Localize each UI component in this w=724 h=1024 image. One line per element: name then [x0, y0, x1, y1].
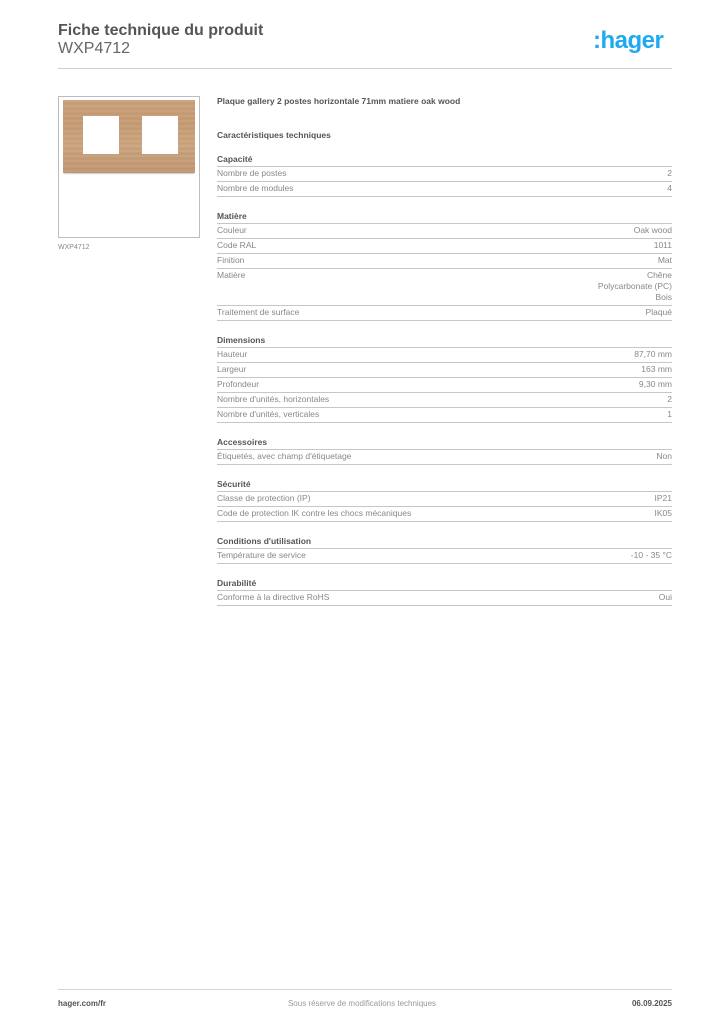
spec-value: Non [656, 451, 672, 461]
spec-row: Hauteur 87,70 mm [217, 348, 672, 363]
footer-disclaimer: Sous réserve de modifications techniques [287, 999, 437, 1008]
plate-opening-right [142, 116, 178, 154]
spec-row: Température de service -10 - 35 °C [217, 549, 672, 564]
spec-row: Traitement de surface Plaqué [217, 306, 672, 321]
spec-value: 163 mm [641, 364, 672, 374]
spec-row: Classe de protection (IP) IP21 [217, 492, 672, 507]
spec-label: Largeur [217, 364, 247, 374]
spec-row: Profondeur 9,30 mm [217, 378, 672, 393]
spec-value: -10 - 35 °C [630, 550, 672, 560]
product-details: Plaque gallery 2 postes horizontale 71mm… [217, 96, 672, 606]
plate-opening-left [83, 116, 119, 154]
spec-label: Couleur [217, 225, 247, 235]
page-title: Fiche technique du produit [58, 22, 264, 39]
spec-value: 2 [667, 168, 672, 178]
section-title: Capacité [217, 154, 672, 167]
spec-row: Couleur Oak wood [217, 224, 672, 239]
spec-label: Code de protection IK contre les chocs m… [217, 508, 412, 518]
spec-label: Nombre d'unités, verticales [217, 409, 320, 419]
wood-plate-image [63, 100, 195, 173]
spec-value: 87,70 mm [634, 349, 672, 359]
spec-value: IK05 [654, 508, 673, 518]
spec-label: Nombre d'unités, horizontales [217, 394, 330, 404]
spec-label: Classe de protection (IP) [217, 493, 311, 503]
spec-row: Nombre d'unités, horizontales 2 [217, 393, 672, 408]
product-name: Plaque gallery 2 postes horizontale 71mm… [217, 96, 461, 106]
section-title: Accessoires [217, 437, 672, 450]
spec-value: Chêne Polycarbonate (PC) Bois [597, 270, 672, 302]
spec-row: Nombre de modules 4 [217, 182, 672, 197]
footer-divider [58, 989, 672, 990]
spec-label: Hauteur [217, 349, 248, 359]
spec-row: Nombre de postes 2 [217, 167, 672, 182]
spec-row: Largeur 163 mm [217, 363, 672, 378]
spec-value: IP21 [654, 493, 673, 503]
spec-row: Matière Chêne Polycarbonate (PC) Bois [217, 269, 672, 306]
spec-row: Code de protection IK contre les chocs m… [217, 507, 672, 522]
spec-value: Plaqué [645, 307, 672, 317]
section-title: Durabilité [217, 578, 672, 591]
section-title: Conditions d'utilisation [217, 536, 672, 549]
spec-row: Code RAL 1011 [217, 239, 672, 254]
spec-value: 9,30 mm [638, 379, 672, 389]
spec-label: Nombre de postes [217, 168, 287, 178]
spec-value: 2 [667, 394, 672, 404]
spec-row: Nombre d'unités, verticales 1 [217, 408, 672, 423]
spec-value: 1011 [653, 240, 672, 250]
section-title: Sécurité [217, 479, 672, 492]
footer-date: 06.09.2025 [631, 999, 672, 1008]
product-code: WXP4712 [58, 40, 131, 57]
spec-value: Oak wood [633, 225, 672, 235]
spec-label: Nombre de modules [217, 183, 294, 193]
spec-row: Finition Mat [217, 254, 672, 269]
section-title: Matière [217, 211, 672, 224]
image-caption: WXP4712 [58, 244, 90, 251]
spec-row: Étiquetés, avec champ d'étiquetage Non [217, 450, 672, 465]
spec-label: Finition [217, 255, 245, 265]
spec-label: Profondeur [217, 379, 260, 389]
spec-label: Code RAL [217, 240, 257, 250]
hager-logo: :hager [593, 27, 664, 54]
spec-label: Conforme à la directive RoHS [217, 592, 330, 602]
spec-label: Matière [217, 270, 246, 280]
spec-label: Traitement de surface [217, 307, 300, 317]
spec-value: Mat [657, 255, 672, 265]
footer-website-link[interactable]: hager.com/fr [58, 999, 107, 1008]
header-divider [58, 68, 672, 69]
spec-label: Température de service [217, 550, 306, 560]
specs-title: Caractéristiques techniques [217, 130, 331, 140]
section-title: Dimensions [217, 335, 672, 348]
spec-value: 1 [667, 409, 672, 419]
spec-value: 4 [667, 183, 672, 193]
product-image [58, 96, 200, 238]
spec-value: Oui [658, 592, 672, 602]
spec-row: Conforme à la directive RoHS Oui [217, 591, 672, 606]
spec-label: Étiquetés, avec champ d'étiquetage [217, 451, 352, 461]
